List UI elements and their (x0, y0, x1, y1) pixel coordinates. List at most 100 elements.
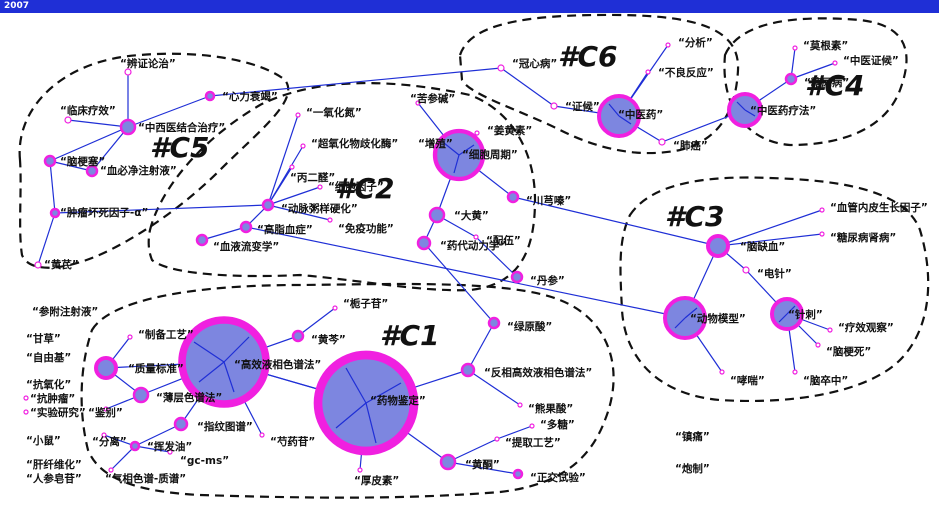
node-label-xinli: “心力衰竭” (222, 90, 278, 103)
node-label-huifayou: “挥发油” (147, 440, 192, 453)
edge-naogeng-xuesai (49, 160, 93, 172)
node-huaisi[interactable] (49, 207, 61, 219)
node-yaodai[interactable] (416, 235, 432, 251)
node-xiaochuan[interactable] (719, 369, 725, 375)
node-yiyang[interactable] (295, 112, 301, 118)
node-diwu[interactable] (473, 234, 479, 240)
node-qixiang[interactable] (108, 467, 114, 473)
node-zhenghou[interactable] (550, 102, 558, 110)
node-kangyan[interactable] (23, 395, 29, 401)
node-huifayou[interactable] (129, 440, 141, 452)
node-xibao[interactable] (317, 184, 323, 190)
node-zhongxi[interactable] (119, 118, 137, 136)
node-huangtong[interactable] (439, 453, 457, 471)
node-xiongguo[interactable] (517, 402, 523, 408)
node-duotang[interactable] (529, 423, 535, 429)
node-gcms[interactable] (167, 449, 173, 455)
node-bocengs[interactable] (132, 386, 150, 404)
node-chuanxiong[interactable] (506, 190, 520, 204)
node-dahuang[interactable] (428, 206, 446, 224)
node-xinli[interactable] (204, 90, 216, 102)
cluster-hull-c3 (619, 176, 930, 403)
node-label-zhouqi: “细胞周期” (462, 148, 518, 161)
node-zhiliang[interactable] (94, 356, 118, 380)
node-spoke-dongwu-0 (674, 317, 686, 329)
node-huangqi[interactable] (34, 261, 42, 269)
node-spoke-zhenci-1 (786, 305, 796, 315)
node-label-bingerquan: “丙二醛” (290, 171, 335, 184)
node-label-lvyuan: “绿原酸” (507, 320, 552, 333)
node-houpi[interactable] (357, 467, 363, 473)
cluster-hull-c1 (80, 282, 615, 499)
node-spoke-yaowu-1 (365, 382, 402, 404)
edge-tangniaoshen-naoque (717, 233, 823, 247)
node-fenxi[interactable] (665, 42, 671, 48)
node-jianbie[interactable] (103, 406, 109, 412)
node-naogengsi[interactable] (815, 342, 821, 348)
node-naogeng[interactable] (43, 154, 57, 168)
edge-xueguan-naoque (717, 209, 823, 247)
cluster-label-c3: #C3 (665, 200, 725, 233)
node-liaoxiao[interactable] (827, 327, 833, 333)
node-tiqu[interactable] (494, 436, 500, 442)
node-label-bianzheng: “辨证论治” (120, 57, 176, 70)
node-kushen[interactable] (415, 100, 421, 106)
node-naoque[interactable] (706, 234, 730, 258)
node-zhongyizheng[interactable] (832, 60, 838, 66)
node-shaoyao[interactable] (259, 432, 265, 438)
edge-chuanxiong-naoque (512, 196, 719, 247)
node-buliang[interactable] (645, 69, 651, 75)
node-wusu[interactable] (474, 130, 480, 136)
node-fanxiang[interactable] (460, 362, 476, 378)
node-label-zhongxi: “中西医结合治疗” (138, 121, 225, 134)
edge-xinli-zhongxi (127, 95, 211, 128)
node-label-ganxian: “肝纤维化” (26, 458, 82, 471)
node-dongmai[interactable] (261, 198, 275, 212)
node-lvyuan[interactable] (487, 316, 501, 330)
node-tangniao[interactable] (784, 72, 798, 86)
node-dianzhen[interactable] (742, 266, 750, 274)
node-tangyi[interactable] (792, 45, 798, 51)
edge-mianyi-dongmai (267, 204, 331, 221)
node-label-tangniaoshen: “糖尿病肾病” (830, 231, 896, 244)
node-xueguan[interactable] (819, 207, 825, 213)
node-spoke-zhenci-0 (778, 313, 788, 323)
node-tangniaoshen[interactable] (819, 231, 825, 237)
node-gaozhi[interactable] (239, 220, 253, 234)
node-spoke-yaowu-2 (365, 402, 377, 444)
node-mianyi[interactable] (327, 217, 333, 223)
node-zhiwen[interactable] (173, 416, 189, 432)
node-label-jianbie: “鉴别” (88, 406, 123, 419)
node-zhizi[interactable] (332, 305, 338, 311)
node-naozu[interactable] (792, 369, 798, 375)
node-danshen[interactable] (510, 270, 524, 284)
node-spoke-gaoxiao-3 (198, 361, 225, 383)
node-bianzheng[interactable] (124, 68, 132, 76)
node-shiyan[interactable] (23, 409, 29, 415)
node-bingerquan[interactable] (289, 164, 295, 170)
node-label-zhibei: “制备工艺” (138, 328, 194, 341)
cluster-label-c5: #C5 (150, 131, 210, 164)
cluster-hull-c4 (723, 17, 908, 147)
node-label-zhenci: “针刺” (788, 308, 823, 321)
node-label-yaowu: “药物鉴定” (370, 394, 426, 407)
node-xuesai[interactable] (85, 164, 99, 178)
edge-xibao-dongmai (267, 186, 321, 206)
node-huangqin[interactable] (291, 329, 305, 343)
year-label: 2007 (4, 1, 30, 11)
node-label-xiaoshu: “小鼠” (26, 434, 61, 447)
node-label-diwu: “配伍” (486, 234, 521, 247)
edge-tiqu-duotang (496, 425, 533, 440)
node-guanxin[interactable] (497, 64, 505, 72)
node-label-tengtong: “镇痛” (675, 430, 710, 443)
node-label-zhiwen: “指纹图谱” (197, 420, 253, 433)
node-xueye[interactable] (195, 233, 209, 247)
node-label-kangyan: “抗肿瘤” (30, 392, 75, 405)
node-linchuang[interactable] (64, 116, 72, 124)
node-zhibei[interactable] (127, 334, 133, 340)
node-zhengjiao[interactable] (512, 468, 524, 480)
edge-gaozhi-dongwu (245, 226, 686, 319)
node-chaoyang[interactable] (300, 143, 306, 149)
node-fenli[interactable] (101, 432, 107, 438)
node-feiai[interactable] (658, 138, 666, 146)
